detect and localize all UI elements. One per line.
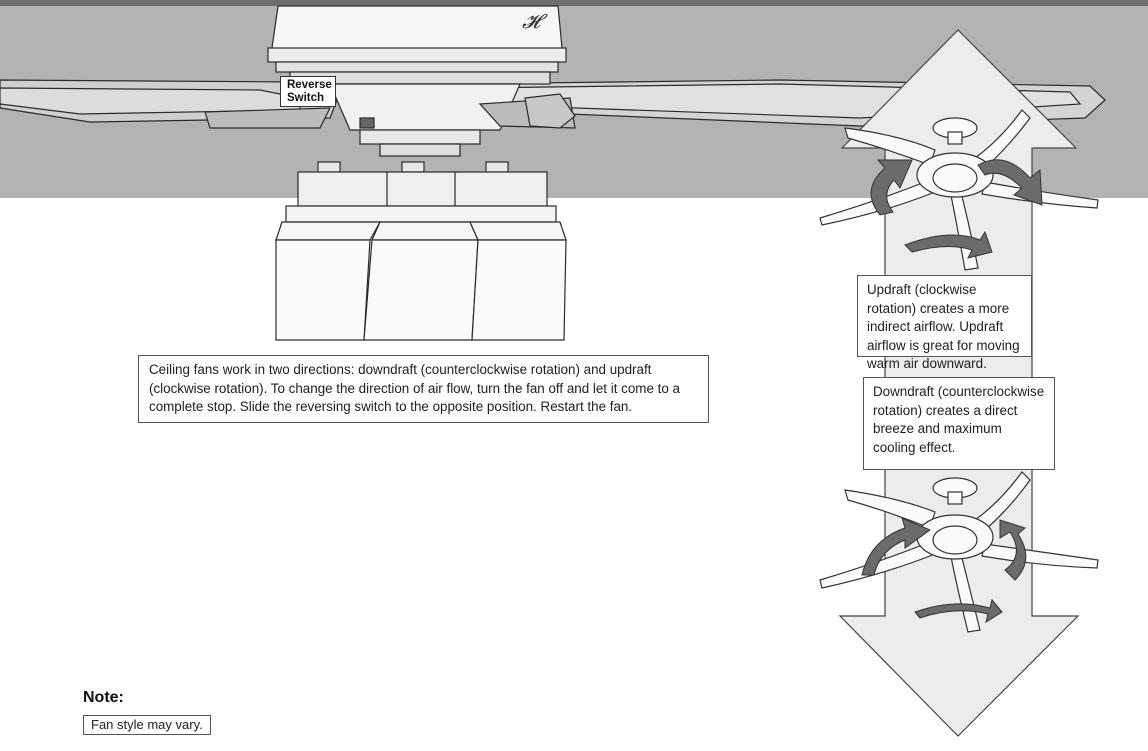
reverse-switch-label: Reverse Switch <box>280 76 336 107</box>
reverse-switch-label-line1: Reverse <box>287 79 332 91</box>
main-instruction-box: Ceiling fans work in two directions: dow… <box>138 355 709 423</box>
updraft-caption-box: Updraft (clockwise rotation) creates a m… <box>857 275 1032 371</box>
reverse-switch-label-line2: Switch <box>287 92 325 104</box>
downdraft-fan-icon <box>819 471 1099 633</box>
downdraft-caption-box: Downdraft (counterclockwise rotation) cr… <box>863 377 1055 470</box>
updraft-rotation-arrows-icon <box>870 159 1043 259</box>
note-text: Fan style may vary. <box>83 715 211 735</box>
note-heading: Note: <box>83 689 124 706</box>
downdraft-rotation-arrows-icon <box>861 517 1027 624</box>
header-bar <box>0 0 1148 6</box>
